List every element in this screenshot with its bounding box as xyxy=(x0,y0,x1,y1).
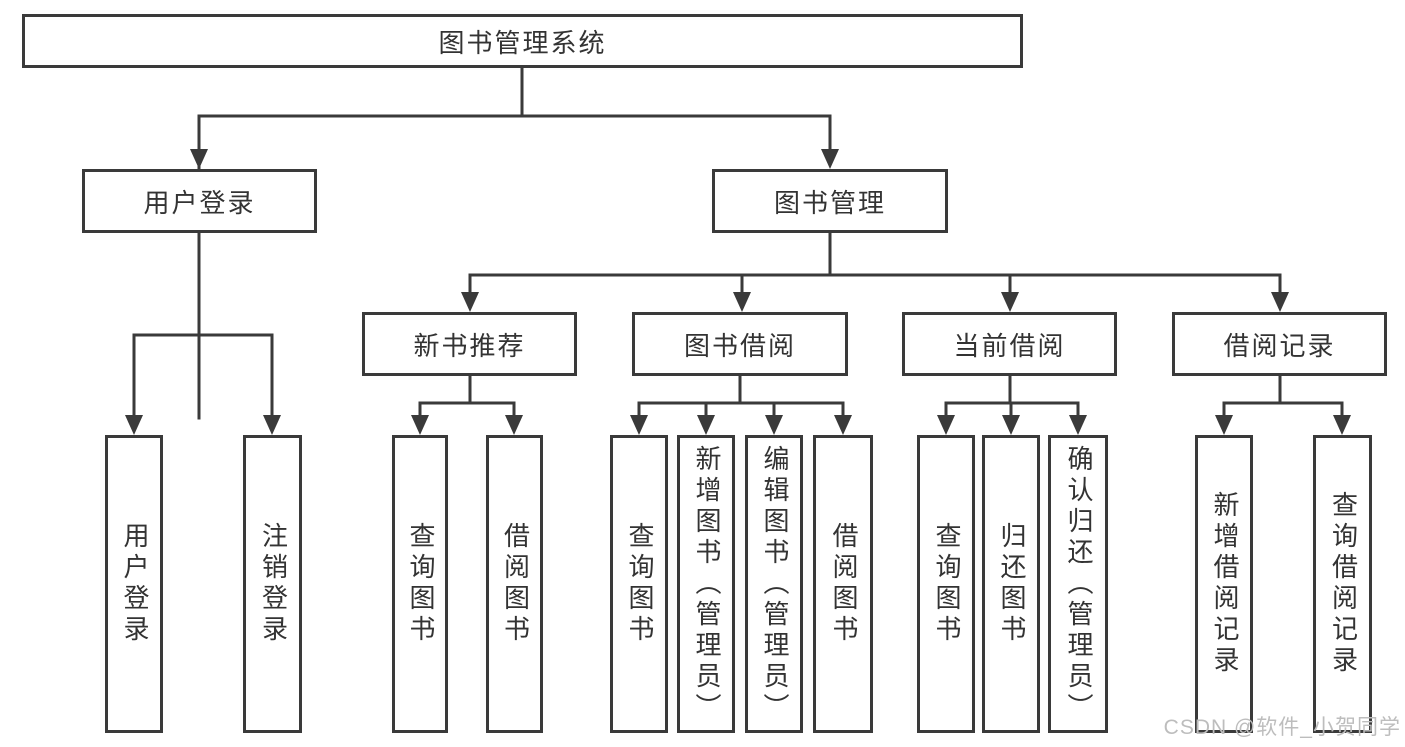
tree-edges-main xyxy=(132,114,1344,420)
node-current-borrow-label: 当前借阅 xyxy=(953,330,1066,361)
leaf-query-borrow-record-label: 查询借阅记录 xyxy=(1328,491,1359,677)
node-book-management: 图书管理 xyxy=(712,169,948,233)
node-current-borrow: 当前借阅 xyxy=(902,312,1117,376)
leaf-borrow-books-recommend-label: 借阅图书 xyxy=(500,522,531,646)
node-book-borrow: 图书借阅 xyxy=(632,312,848,376)
node-library-system: 图书管理系统 xyxy=(22,14,1023,68)
node-borrow-records: 借阅记录 xyxy=(1172,312,1387,376)
csdn-watermark: CSDN @软件_小贺同学 xyxy=(1163,716,1401,739)
leaf-confirm-return-admin: 确认归还（管理员） xyxy=(1048,435,1108,733)
node-new-book-recommend: 新书推荐 xyxy=(362,312,577,376)
leaf-query-borrow-record: 查询借阅记录 xyxy=(1313,435,1372,733)
leaf-borrow-books-label: 借阅图书 xyxy=(828,522,859,646)
leaf-add-borrow-record-label: 新增借阅记录 xyxy=(1209,491,1240,677)
leaf-add-books-admin: 新增图书（管理员） xyxy=(677,435,735,733)
leaf-edit-books-admin-label: 编辑图书（管理员） xyxy=(759,444,790,724)
leaf-query-books-current: 查询图书 xyxy=(917,435,975,733)
leaf-query-books-recommend-label: 查询图书 xyxy=(405,522,436,646)
leaf-borrow-books-recommend: 借阅图书 xyxy=(486,435,543,733)
leaf-user-login-label: 用户登录 xyxy=(119,522,150,646)
leaf-add-borrow-record: 新增借阅记录 xyxy=(1195,435,1253,733)
leaf-return-books-label: 归还图书 xyxy=(996,522,1027,646)
node-user-login: 用户登录 xyxy=(82,169,317,233)
leaf-query-books-borrow-label: 查询图书 xyxy=(624,522,655,646)
node-book-borrow-label: 图书借阅 xyxy=(683,330,796,361)
leaf-query-books-recommend: 查询图书 xyxy=(392,435,448,733)
arrowhead-icons xyxy=(125,149,1351,435)
leaf-logout: 注销登录 xyxy=(243,435,302,733)
node-user-login-label: 用户登录 xyxy=(143,187,256,218)
node-new-book-recommend-label: 新书推荐 xyxy=(413,330,526,361)
leaf-query-books-current-label: 查询图书 xyxy=(931,522,962,646)
leaf-confirm-return-admin-label: 确认归还（管理员） xyxy=(1063,444,1094,724)
leaf-logout-label: 注销登录 xyxy=(258,522,289,646)
node-book-management-label: 图书管理 xyxy=(773,187,886,218)
node-library-system-label: 图书管理系统 xyxy=(438,27,607,58)
leaf-return-books: 归还图书 xyxy=(982,435,1040,733)
leaf-borrow-books: 借阅图书 xyxy=(813,435,873,733)
node-borrow-records-label: 借阅记录 xyxy=(1223,330,1336,361)
leaf-add-books-admin-label: 新增图书（管理员） xyxy=(691,444,722,724)
leaf-edit-books-admin: 编辑图书（管理员） xyxy=(745,435,803,733)
leaf-query-books-borrow: 查询图书 xyxy=(610,435,668,733)
leaf-user-login: 用户登录 xyxy=(105,435,163,733)
